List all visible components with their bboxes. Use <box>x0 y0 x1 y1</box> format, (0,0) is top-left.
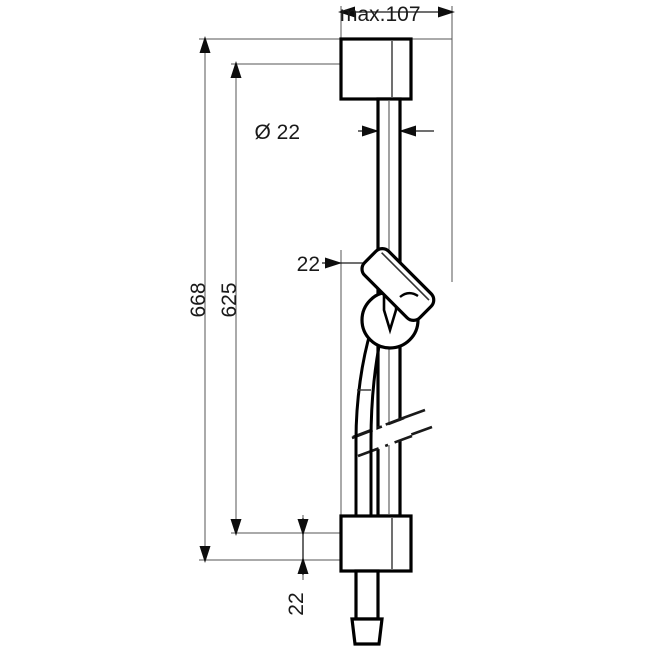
bottom-bracket-body <box>339 514 413 573</box>
arrow-max107-left <box>338 6 355 18</box>
arrow-dia22-right <box>399 125 416 137</box>
hose-outlet-stem <box>354 569 380 621</box>
label-bar-height: 625 <box>218 282 241 317</box>
label-holder-offset: 22 <box>297 253 320 276</box>
label-max-projection: max.107 <box>340 3 421 26</box>
break-tail-upper <box>402 408 426 420</box>
label-bottom-offset: 22 <box>285 592 308 615</box>
arrow-dia22-left <box>362 125 379 137</box>
bottom-wall-bracket <box>339 514 413 573</box>
hand-shower-neck <box>399 291 419 298</box>
arrow-max107-right <box>438 6 455 18</box>
arrow-bottom22-top <box>297 519 309 536</box>
hand-shower-body <box>360 247 436 322</box>
arrow-668-top <box>199 36 211 53</box>
label-tube-diameter: Ø 22 <box>254 121 300 144</box>
break-line-symbol-redraw <box>351 416 413 458</box>
hand-shower-edge-line <box>381 252 430 301</box>
hose-left-edge <box>354 329 373 516</box>
arrow-668-bottom <box>199 546 211 563</box>
break-line-upper-2 <box>351 416 405 440</box>
top-bracket-body <box>339 37 413 101</box>
break-gap-mask <box>350 419 412 458</box>
top-wall-bracket <box>339 37 413 101</box>
label-overall-height: 668 <box>187 282 210 317</box>
arrow-625-top <box>230 61 242 78</box>
break-line-lower-2 <box>357 434 413 458</box>
arrow-holder22-left <box>325 257 342 269</box>
arrow-bottom22-bottom <box>297 557 309 574</box>
hose-connector <box>350 569 384 646</box>
hose-outlet-cap <box>350 617 384 646</box>
hand-shower-head <box>360 247 436 322</box>
break-tail-lower <box>409 425 433 437</box>
arrow-625-bottom <box>230 519 242 536</box>
